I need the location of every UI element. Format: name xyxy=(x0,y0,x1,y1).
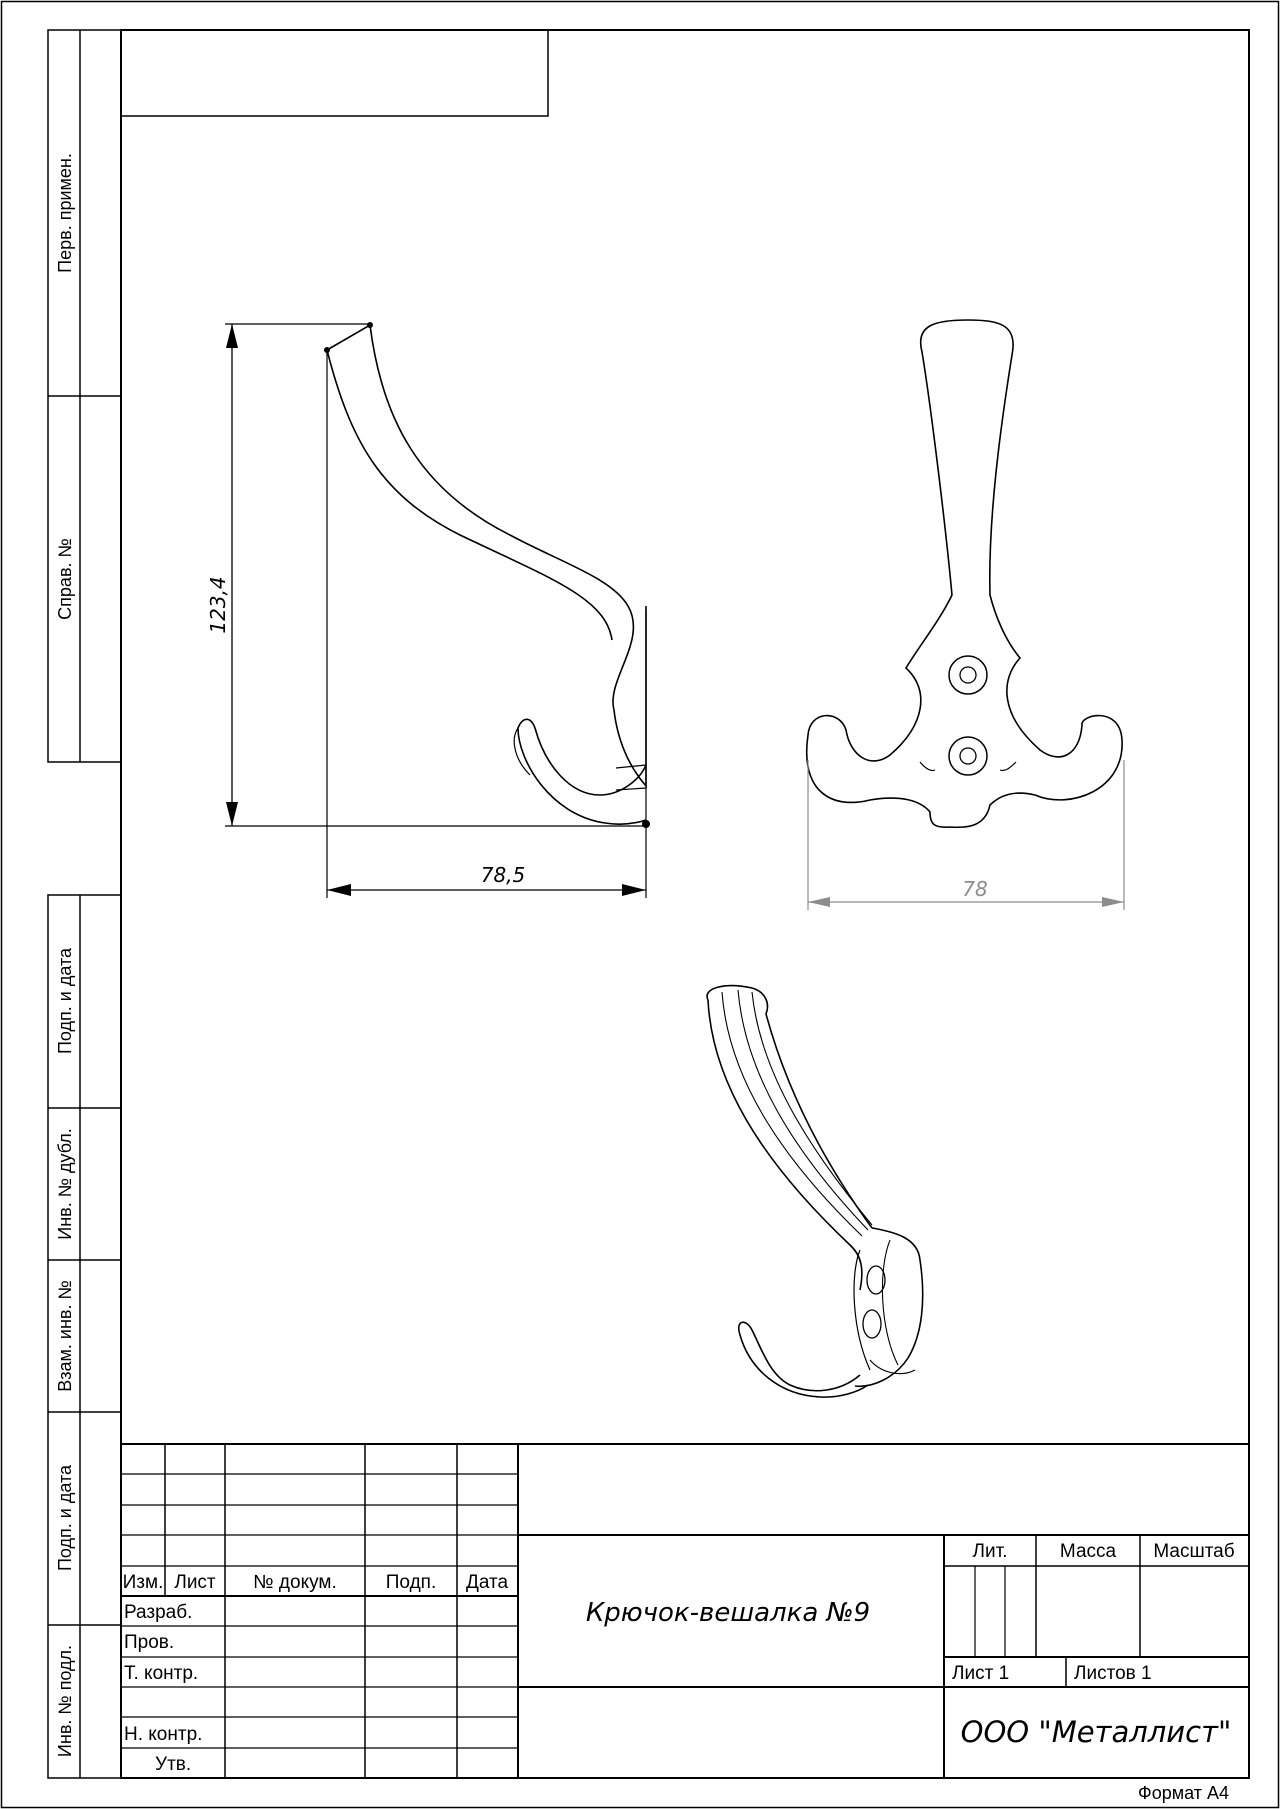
tb-sheet-label: Лист 1 xyxy=(952,1663,1009,1684)
iso-stem-back xyxy=(706,984,873,1229)
hook-side-inner-edge xyxy=(326,349,613,641)
iso-stem-rib-3 xyxy=(751,991,873,1226)
iso-hole-upper xyxy=(866,1265,886,1295)
dim-front-arrow-right xyxy=(1102,897,1124,907)
front-view xyxy=(805,319,1123,829)
tb-role-prov: Пров. xyxy=(124,1632,174,1653)
top-left-box xyxy=(121,30,549,117)
tb-massa-label: Масса xyxy=(1060,1541,1117,1562)
hook-side-outline xyxy=(326,323,647,789)
side-label-vzam-inv: Взам. инв. № xyxy=(55,1280,75,1392)
hook-side-top-point xyxy=(367,322,373,328)
side-label-podp-data-2: Подп. и дата xyxy=(55,1464,75,1571)
mounting-hole-lower-outer xyxy=(948,736,988,776)
side-stamp-lower-frame xyxy=(47,894,122,1779)
iso-curl xyxy=(738,1321,869,1398)
side-label-inv-dubl: Инв. № дубл. xyxy=(55,1128,75,1239)
organization-name: ООО "Металлист" xyxy=(961,1715,1232,1749)
iso-stem-rib-2 xyxy=(737,989,869,1231)
tb-masshtab-label: Масштаб xyxy=(1153,1541,1234,1562)
side-label-inv-podl: Инв. № подл. xyxy=(55,1645,75,1757)
tb-sheets-total-label: Листов 1 xyxy=(1074,1663,1152,1684)
iso-stem-front xyxy=(707,999,863,1291)
side-label-perv-primen: Перв. примен. xyxy=(55,153,75,273)
side-stamp: Перв. примен. Справ. № Подп. и дата Инв.… xyxy=(47,29,122,1779)
tb-role-n-kontr: Н. контр. xyxy=(124,1724,202,1745)
iso-stem-rib-1 xyxy=(721,991,863,1237)
iso-curl-detail xyxy=(869,1359,916,1375)
hook-side-base-lines xyxy=(615,764,647,791)
tb-header-list: Лист xyxy=(174,1572,216,1593)
dim-height-arrow-top xyxy=(226,324,238,348)
iso-base-rib xyxy=(881,1239,899,1366)
part-name: Крючок-вешалка №9 xyxy=(586,1598,870,1628)
iso-base-front-edge xyxy=(853,1249,871,1371)
mounting-hole-lower-inner xyxy=(959,747,977,765)
dimension-side-height: 123,4 xyxy=(206,323,646,827)
dimension-front-width: 78 xyxy=(807,760,1125,910)
tb-role-razrab: Разраб. xyxy=(124,1602,192,1623)
dim-width-arrow-left xyxy=(327,884,351,896)
drawing-frame xyxy=(120,29,1250,1779)
hook-side-curl-tip xyxy=(513,727,531,776)
tb-role-utv: Утв. xyxy=(155,1754,191,1775)
iso-base-right xyxy=(854,1227,924,1388)
dim-height-value: 123,4 xyxy=(206,576,230,633)
isometric-view xyxy=(706,984,924,1398)
mounting-hole-upper-outer xyxy=(948,655,988,695)
dim-front-value: 78 xyxy=(962,877,987,901)
mounting-hole-upper-inner xyxy=(959,666,977,684)
dim-front-arrow-left xyxy=(808,897,830,907)
hook-front-fillets xyxy=(919,761,1017,772)
title-block: Изм. Лист № докум. Подп. Дата Разраб. Пр… xyxy=(121,1443,1249,1778)
format-label: Формат А4 xyxy=(1138,1783,1229,1803)
dim-height-arrow-bottom xyxy=(226,802,238,826)
hook-side-curl xyxy=(517,718,647,825)
tb-role-t-kontr: Т. контр. xyxy=(124,1663,198,1684)
tb-header-no-dokum: № докум. xyxy=(253,1572,336,1593)
tb-header-izm: Изм. xyxy=(123,1572,164,1593)
side-label-sprav-no: Справ. № xyxy=(55,538,75,620)
tb-header-data: Дата xyxy=(466,1572,509,1593)
dimension-side-width: 78,5 xyxy=(326,350,647,898)
iso-hole-lower xyxy=(862,1309,882,1339)
tb-lit-label: Лит. xyxy=(973,1541,1008,1562)
dim-width-value: 78,5 xyxy=(481,863,526,887)
tb-header-podp: Подп. xyxy=(386,1572,436,1593)
side-label-podp-data-1: Подп. и дата xyxy=(55,947,75,1054)
side-view xyxy=(324,322,650,828)
dim-width-arrow-right xyxy=(622,884,646,896)
hook-front-outline xyxy=(805,319,1123,829)
